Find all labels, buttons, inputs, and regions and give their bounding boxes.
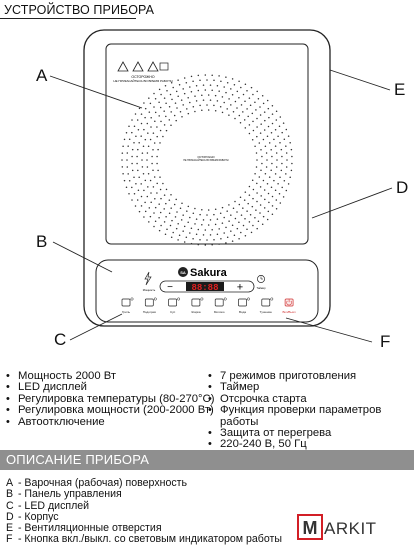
power-level-icon [144,271,152,286]
brand-logo-icon [178,267,188,277]
mode-icon [238,298,247,307]
mode-button-label: Тушение [260,310,273,314]
indicator-light-icon [270,297,274,301]
spec-item: Регулировка мощности (200-2000 Вт) [4,404,214,417]
mode-icon [144,298,154,307]
mode-button[interactable]: Гриль [121,297,134,314]
callout-d: D [396,178,409,197]
legend-item: B - Панель управления [6,488,282,501]
spec-item: Автоотключение [4,416,214,429]
plus-button[interactable]: + [237,282,243,294]
callout-f: F [380,332,391,351]
mode-button-label: Жарка [191,310,201,314]
legend-key: B [6,488,14,501]
cooking-surface [105,43,309,245]
section-header-band: ОПИСАНИЕ ПРИБОРА [0,450,414,470]
spec-item: 220-240 В, 50 Гц [206,439,414,452]
indicator-light-icon [177,297,181,301]
timer-label: Таймер [256,286,266,290]
legend-text: - Панель управления [17,488,122,501]
specs-left-list: Мощность 2000 Вт LED дисплей Регулировка… [4,370,214,429]
led-digits: 88:88 [191,283,218,293]
mode-button-label: Подогрев [143,310,157,314]
legend-key: A [6,477,14,489]
legend-item: E - Вентиляционные отверстия [6,522,282,535]
minus-button[interactable]: − [167,282,173,293]
warning-text-1: ОСТОРОЖНО [131,75,154,79]
led-display [186,282,224,291]
callout-a: A [36,66,48,85]
spec-item: Регулировка температуры (80-270°C) [4,393,214,406]
specs-right-list: 7 режимов приготовления Таймер Отсрочка … [206,370,414,452]
svg-text:ARKIT: ARKIT [324,519,377,538]
warning-icons [117,61,169,72]
indicator-light-icon [153,297,157,301]
title-underline [0,18,136,19]
center-text-2: НЕ ПРИКАСАЙТЕСЬ ВО ВРЕМЯ РАБОТЫ [183,159,228,162]
indicator-light-icon [130,297,134,301]
indicator-light-icon [200,297,204,301]
description-legend: A - Варочная (рабочая) поверхность B - П… [6,477,282,546]
legend-key: E [6,522,14,535]
markit-logo: M ARKIT [297,514,377,540]
induction-cooker-illustration: ОСТОРОЖНО НЕ ПРИКАСАЙТЕСЬ ВО ВРЕМЯ РАБОТ… [49,29,393,343]
spec-item: Мощность 2000 Вт [4,370,214,383]
mode-icon [191,298,201,307]
center-text-1: ОСТОРОЖНО [197,155,214,159]
spec-item: 7 режимов приготовления [206,370,414,383]
mode-button-label: Суп [170,310,176,314]
legend-text: - Кнопка вкл./выкл. со световым индикато… [17,533,282,546]
timer-icon [257,275,265,283]
legend-item: C - LED дисплей [6,499,282,512]
legend-item: D - Корпус [6,510,282,523]
section-title: ОПИСАНИЕ ПРИБОРА [6,452,150,467]
legend-item: F - Кнопка вкл./выкл. со световым индика… [6,533,282,546]
warning-text-2: НЕ ПРИКАСАЙТЕСЬ ВО ВРЕМЯ РАБОТЫ [113,79,173,83]
legend-key: C [6,499,14,512]
mode-button[interactable]: Молоко [214,297,227,314]
callout-b: B [36,232,48,251]
mode-button-label: Гриль [122,310,131,314]
svg-text:M: M [303,518,318,538]
mode-button[interactable]: Подогрев [143,297,157,314]
legend-text: - Вентиляционные отверстия [17,522,162,535]
mode-icon [168,298,177,307]
mode-icon [261,298,271,307]
svg-text:SA: SA [180,270,186,275]
power-on-off-button[interactable]: Вкл/Выкл [283,298,296,314]
mode-button-label: Вода [239,310,246,314]
spec-item: Отсрочка старта [206,393,414,406]
mode-button[interactable]: Жарка [191,297,204,314]
callout-lines [49,69,393,343]
mode-button[interactable]: Суп [168,297,181,314]
mode-icon [214,298,224,307]
callout-c: C [54,330,67,349]
legend-text: - Варочная (рабочая) поверхность [17,477,188,489]
callout-e: E [394,80,406,99]
spec-item: Таймер [206,381,414,394]
spec-item: LED дисплей [4,381,214,394]
mode-button[interactable]: Тушение [260,297,274,314]
legend-key: F [6,533,13,546]
page-title: УСТРОЙСТВО ПРИБОРА [4,3,155,17]
mode-icon [121,298,131,307]
power-label: Мощность [143,288,156,292]
mode-button-label: Молоко [214,310,225,314]
brand-name: Sakura [190,267,228,279]
mode-buttons: Гриль Подогрев Суп Жарка Молоко Вода Тушение Вк… [121,297,296,314]
legend-key: D [6,510,14,523]
legend-text: - LED дисплей [17,499,90,512]
legend-item: A - Варочная (рабочая) поверхность [6,477,282,489]
mode-button[interactable]: Вода [238,297,250,314]
indicator-light-icon [223,297,227,301]
spec-item: Защита от перегрева [206,427,414,440]
spec-item: Функция проверки параметров работы [206,405,414,428]
mode-button-label: Вкл/Выкл [283,310,296,314]
heating-zone-dot-pattern [121,74,293,246]
indicator-light-icon [247,297,250,301]
legend-text: - Корпус [17,510,59,523]
